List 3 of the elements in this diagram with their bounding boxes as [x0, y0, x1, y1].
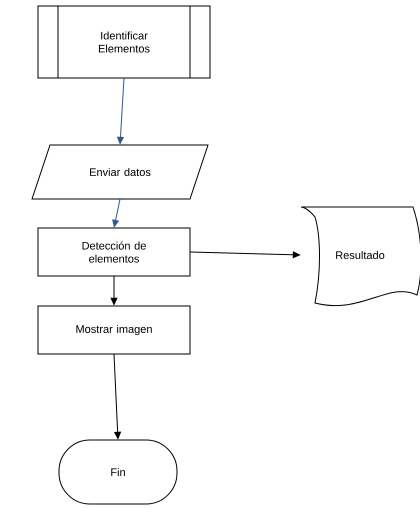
- process-box: Detección de elementos: [38, 228, 190, 276]
- subprocess-box: Identificar Elementos: [38, 6, 210, 78]
- process-box: Mostrar imagen: [38, 306, 190, 354]
